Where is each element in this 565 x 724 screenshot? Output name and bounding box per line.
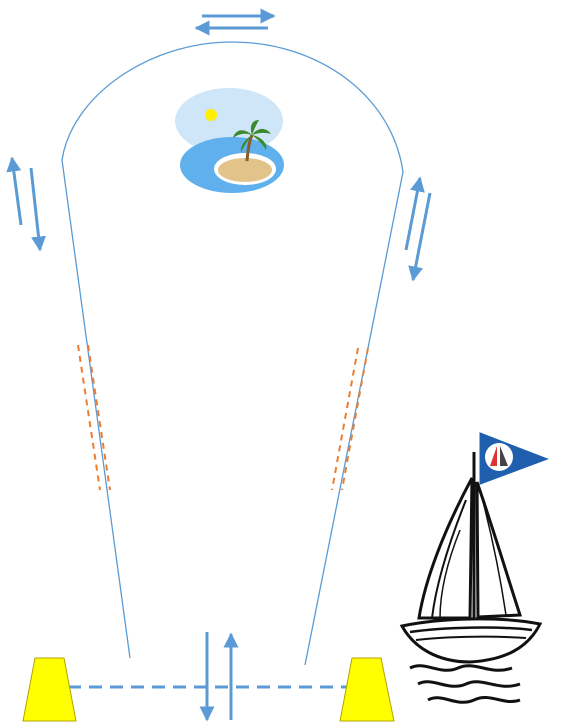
right-lane-markers xyxy=(332,348,368,490)
top-direction-arrows xyxy=(196,16,274,28)
sailboat-icon xyxy=(402,430,553,702)
down-arrow xyxy=(31,168,40,250)
left-lane-markers xyxy=(78,345,110,490)
up-arrow xyxy=(12,158,21,225)
left-direction-arrows xyxy=(12,158,40,250)
left-buoy-icon xyxy=(23,658,76,721)
right-buoy-icon xyxy=(340,658,394,721)
right-direction-arrows xyxy=(406,178,430,280)
up-arrow xyxy=(406,178,420,250)
island-icon xyxy=(175,88,284,193)
start-direction-arrows xyxy=(207,632,231,720)
